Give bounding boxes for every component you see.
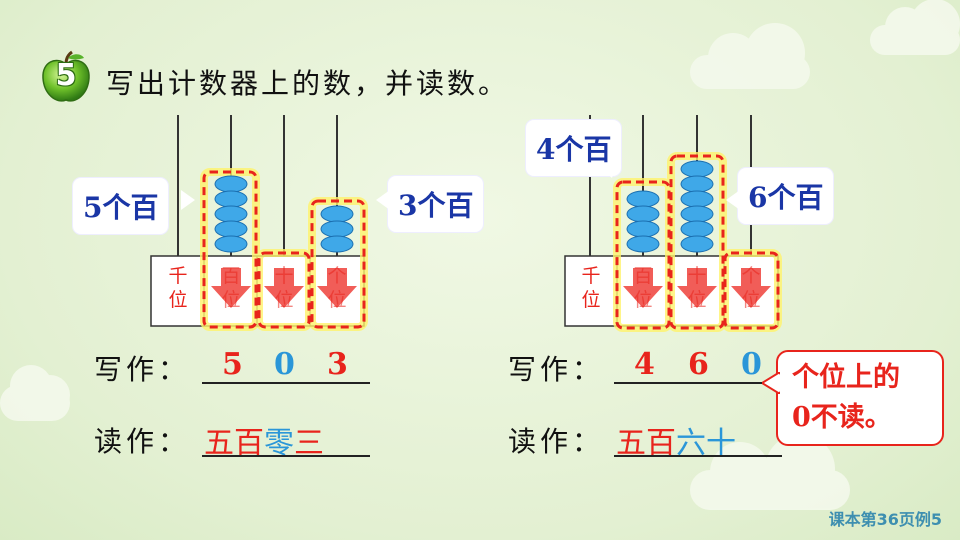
example-number: 5 — [55, 58, 77, 93]
answer-digit: 3 — [327, 347, 348, 382]
note-line: 0不读。 — [792, 402, 892, 433]
write-label: 写作： — [94, 353, 191, 386]
place-label: 千 — [168, 265, 187, 287]
svg-text:位: 位 — [274, 289, 293, 311]
svg-text:位: 位 — [687, 289, 706, 311]
answer-digit: 4 — [634, 347, 655, 382]
bubble-tail — [181, 190, 195, 210]
bubble-tail — [376, 190, 390, 210]
svg-text:百: 百 — [633, 265, 652, 287]
answer-line — [614, 382, 782, 384]
read-label: 读作： — [508, 425, 605, 458]
answer-line — [202, 455, 370, 457]
bead-group — [214, 175, 248, 253]
svg-text:位: 位 — [633, 289, 652, 311]
read-label: 读作： — [94, 425, 191, 458]
answer-digit: 6 — [688, 347, 709, 382]
svg-text:个: 个 — [327, 265, 346, 287]
svg-text:位: 位 — [221, 289, 240, 311]
answer-digit: 0 — [274, 347, 295, 382]
textbook-reference: 课本第36页例5 — [828, 510, 942, 529]
answer-line — [614, 455, 782, 457]
bubble-tail — [726, 190, 740, 210]
cloud-decoration — [0, 365, 70, 421]
answer-line — [202, 382, 370, 384]
question-text: 写出计数器上的数，并读数。 — [106, 67, 510, 100]
svg-text:位: 位 — [327, 289, 346, 311]
bubble-tail — [596, 164, 616, 178]
answer-digit: 0 — [741, 347, 762, 382]
svg-text:十: 十 — [274, 265, 293, 287]
write-label: 写作： — [508, 353, 605, 386]
note-tail — [762, 372, 780, 394]
svg-text:百: 百 — [221, 265, 240, 287]
svg-text:位: 位 — [741, 289, 760, 311]
bubble-5-hundreds: 5个百 — [73, 178, 169, 234]
bubble-3-hundreds: 3个百 — [388, 176, 484, 232]
bubble-6-hundreds: 6个百 — [738, 168, 834, 224]
place-label: 位 — [168, 289, 187, 311]
answer-digit: 5 — [222, 347, 243, 382]
svg-text:位: 位 — [581, 289, 600, 311]
apple-icon — [42, 50, 90, 102]
cloud-decoration — [870, 0, 960, 55]
svg-text:个: 个 — [741, 265, 760, 287]
note-line: 个位上的 — [792, 362, 900, 393]
svg-text:十: 十 — [687, 265, 706, 287]
note-callout: 个位上的 0不读。 — [776, 350, 944, 446]
svg-text:千: 千 — [581, 265, 600, 287]
cloud-decoration — [690, 23, 810, 89]
bubble-4-hundreds: 4个百 — [526, 120, 622, 176]
